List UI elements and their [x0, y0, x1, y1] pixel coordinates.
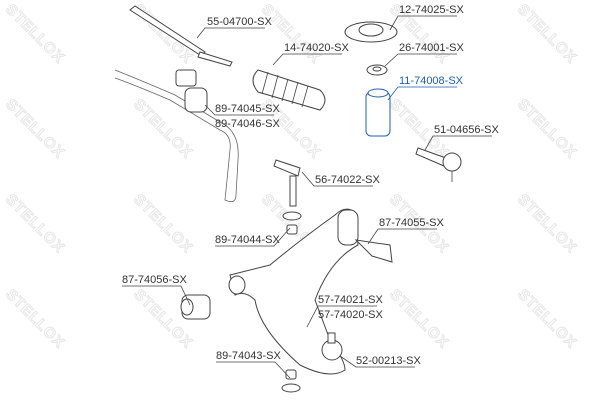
leader-lines	[122, 15, 492, 379]
watermark-text: STELLOX	[514, 191, 580, 257]
watermark-text: STELLOX	[386, 286, 452, 352]
lower-washers	[281, 369, 301, 393]
part-label-89-74046[interactable]: 89-74046-SX	[215, 118, 280, 130]
watermark-text: STELLOX	[2, 191, 68, 257]
watermark-text: STELLOX	[2, 96, 68, 162]
watermark-text: STELLOX	[2, 286, 68, 352]
part-label-55-04700[interactable]: 55-04700-SX	[207, 16, 272, 28]
part-label-14-74020[interactable]: 14-74020-SX	[284, 42, 349, 54]
part-label-87-74055[interactable]: 87-74055-SX	[379, 217, 444, 229]
part-label-87-74056[interactable]: 87-74056-SX	[122, 274, 187, 286]
watermark-text: STELLOX	[2, 1, 68, 67]
arm-bushing	[180, 294, 211, 320]
part-label-56-74022[interactable]: 56-74022-SX	[315, 174, 380, 186]
stabilizer-bushing	[175, 69, 208, 113]
part-label-51-04656[interactable]: 51-04656-SX	[434, 124, 499, 136]
tie-rod	[129, 5, 233, 67]
strut-bearing	[366, 64, 388, 76]
tie-rod-end	[415, 147, 462, 182]
part-label-26-74001[interactable]: 26-74001-SX	[399, 42, 464, 54]
part-label-52-00213[interactable]: 52-00213-SX	[356, 355, 421, 367]
watermark-text: STELLOX	[514, 96, 580, 162]
part-label-89-74044[interactable]: 89-74044-SX	[215, 234, 280, 246]
part-label-57-74021[interactable]: 57-74021-SX	[318, 294, 383, 306]
upper-washers	[282, 211, 302, 235]
part-label-12-74025[interactable]: 12-74025-SX	[399, 4, 464, 16]
part-label-89-74043[interactable]: 89-74043-SX	[216, 350, 281, 362]
steering-boot	[252, 69, 326, 111]
watermark-text: STELLOX	[130, 191, 196, 257]
watermark-text: STELLOX	[258, 1, 324, 67]
bump-stop	[365, 88, 391, 137]
watermark-text: STELLOX	[514, 1, 580, 67]
part-label-11-74008-selected[interactable]: 11-74008-SX	[399, 75, 464, 87]
watermark-text: STELLOX	[514, 286, 580, 352]
stabilizer-bar	[114, 69, 239, 203]
part-label-57-74020[interactable]: 57-74020-SX	[318, 309, 383, 321]
stabilizer-link	[273, 159, 301, 207]
strut-mount	[344, 21, 398, 43]
lower-control-arm	[228, 208, 393, 375]
part-label-89-74045[interactable]: 89-74045-SX	[215, 103, 280, 115]
